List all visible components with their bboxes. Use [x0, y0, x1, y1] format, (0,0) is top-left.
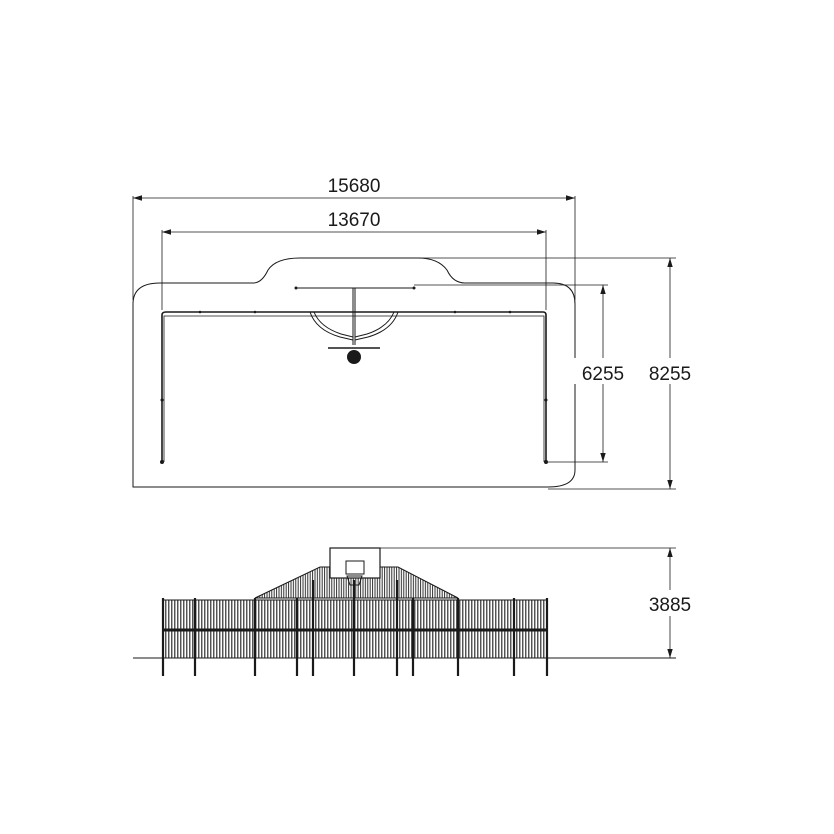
dim-overall-depth: 8255 [418, 257, 699, 490]
dim-inner-width: 13670 [161, 210, 547, 310]
fence-posts [161, 580, 549, 676]
backboard [329, 547, 381, 586]
plan-hoop-structure [294, 286, 416, 364]
elevation-view: 3885 [133, 547, 699, 676]
basketball-icon [347, 350, 361, 364]
dim-overall-depth-label: 8255 [649, 364, 691, 385]
dim-height: 3885 [380, 547, 699, 658]
plan-outer-boundary [132, 257, 576, 488]
basketball-hoop-icon [346, 575, 363, 586]
dim-inner-width-label: 13670 [328, 210, 381, 231]
dim-height-label: 3885 [649, 595, 691, 616]
dim-overall-width: 15680 [132, 176, 576, 300]
plan-inner-fence [160, 310, 548, 464]
dim-inner-depth-label: 6255 [582, 364, 624, 385]
plan-view: 15680 13670 6255 8255 [132, 176, 699, 490]
dim-overall-width-label: 15680 [328, 176, 381, 197]
backstop-roof-panel [254, 566, 459, 599]
dim-inner-depth: 6255 [414, 284, 632, 463]
